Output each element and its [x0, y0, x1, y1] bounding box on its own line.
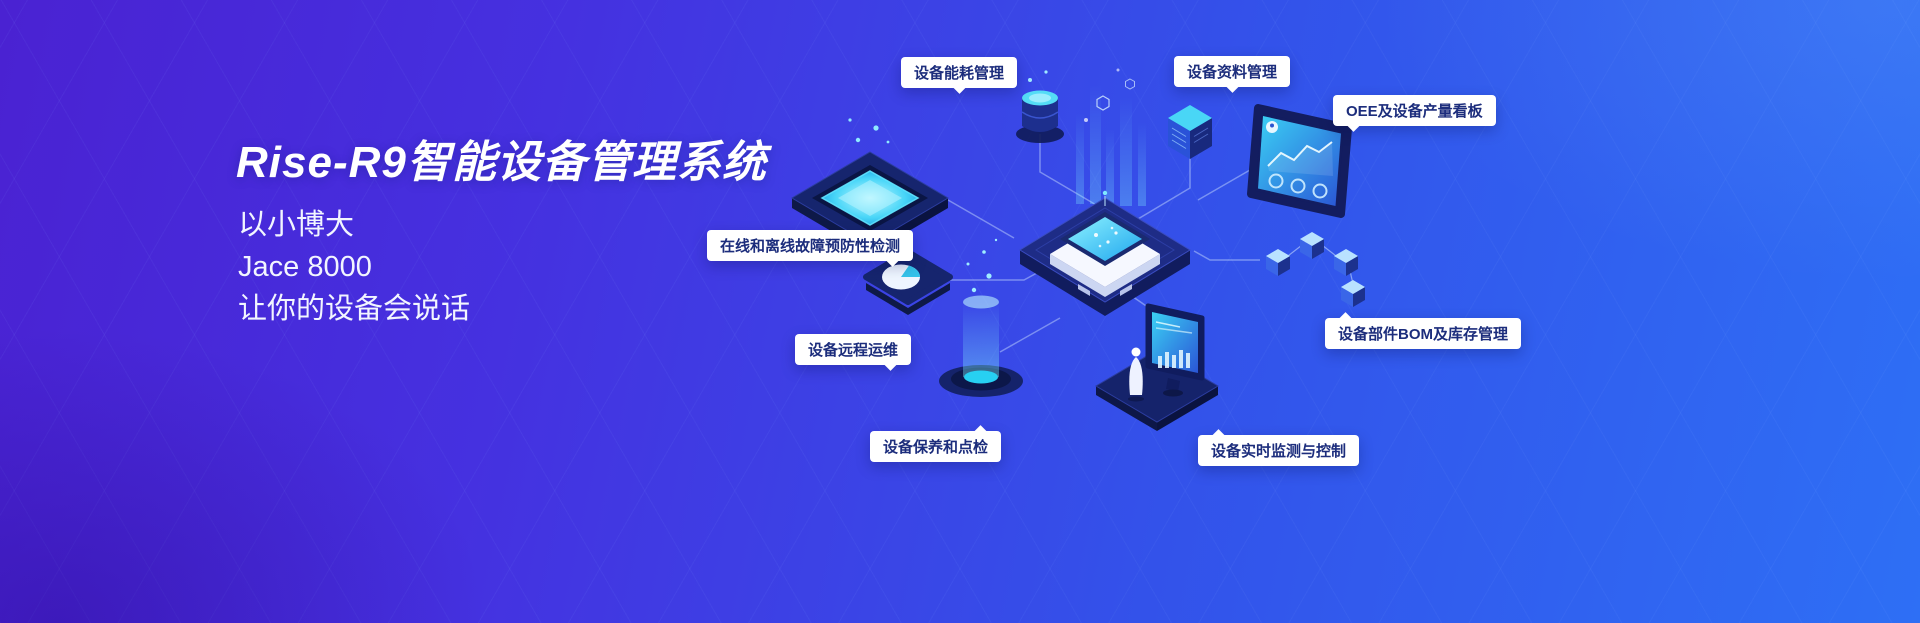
- light-beams: [1076, 84, 1146, 206]
- hero-title: Rise-R9智能设备管理系统: [236, 138, 767, 187]
- light-beacon-icon: [939, 238, 1023, 397]
- server-stack-icon: [1168, 105, 1212, 159]
- hero-subtitle-line-3: 让你的设备会说话: [238, 293, 471, 325]
- cube-network-icon: [1266, 232, 1365, 307]
- label-maintenance-inspection: 设备保养和点检: [870, 431, 1002, 462]
- hero-subtitle-line-2: Jace 8000: [238, 251, 372, 283]
- label-fault-prevention-detection: 在线和离线故障预防性检测: [707, 230, 914, 261]
- label-bom-inventory: 设备部件BOM及库存管理: [1325, 318, 1521, 349]
- label-oee-production-board: OEE及设备产量看板: [1333, 95, 1496, 126]
- label-equipment-docs: 设备资料管理: [1174, 56, 1291, 87]
- decor-particles: [1084, 68, 1135, 122]
- database-icon: [1016, 70, 1064, 143]
- central-device-icon: [1019, 190, 1191, 316]
- connector-lines: [947, 134, 1260, 353]
- label-energy-management: 设备能耗管理: [901, 57, 1018, 88]
- monitor-person-icon: [1095, 303, 1219, 431]
- hero-subtitle-line-1: 以小博大: [238, 209, 355, 241]
- pie-chart-icon: [863, 249, 953, 315]
- hero-subtitle: 以小博大 Jace 8000 让你的设备会说话: [238, 204, 470, 330]
- label-realtime-monitoring-control: 设备实时监测与控制: [1198, 435, 1360, 466]
- label-remote-operations: 设备远程运维: [795, 334, 912, 365]
